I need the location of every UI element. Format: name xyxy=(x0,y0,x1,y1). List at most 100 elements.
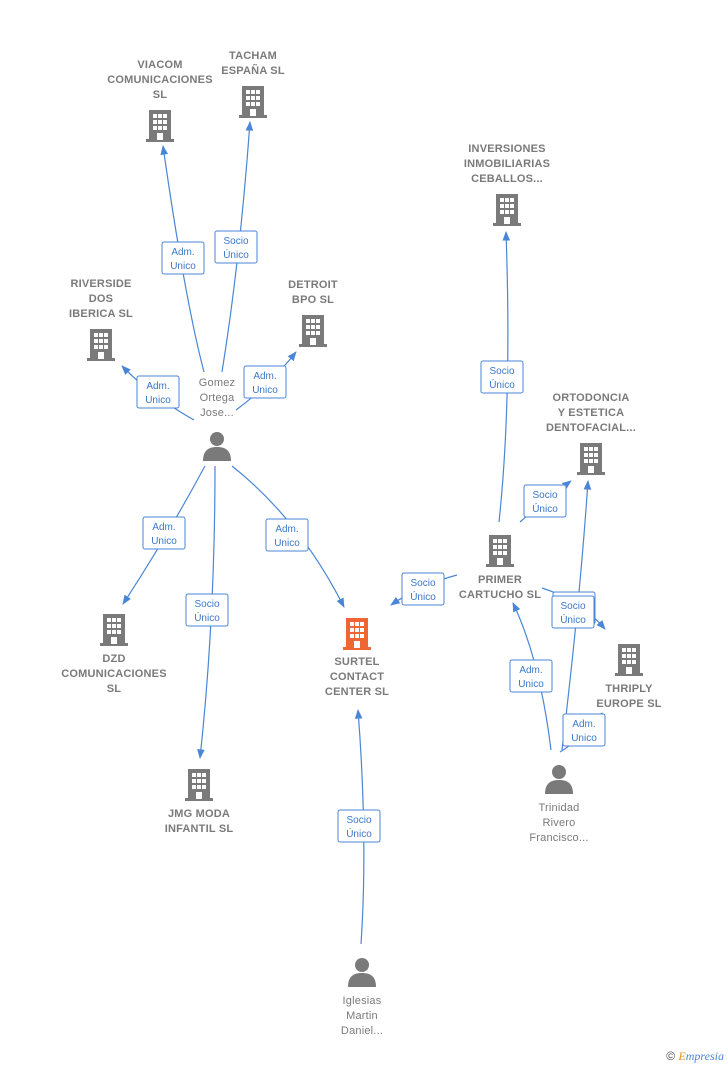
edge-label-text: Adm. xyxy=(275,524,298,535)
node-inversiones[interactable]: INVERSIONESINMOBILIARIASCEBALLOS... xyxy=(464,143,550,226)
edge-label-gomez-to-riverside[interactable]: Adm.Unico xyxy=(136,375,180,409)
node-label: CARTUCHO SL xyxy=(459,589,541,601)
edge-label-box xyxy=(214,230,258,264)
edge-label-box xyxy=(265,518,309,552)
edge-label-text: Unico xyxy=(151,536,177,547)
node-label: EUROPE SL xyxy=(596,698,661,710)
brand-initial: E xyxy=(678,1049,686,1063)
edge-label-trinidad-to-thriply[interactable]: Adm.Unico xyxy=(562,713,606,747)
node-label: ESPAÑA SL xyxy=(221,64,285,77)
building-icon xyxy=(299,315,327,347)
edge-label-text: Unico xyxy=(252,385,278,396)
node-label: CENTER SL xyxy=(325,686,389,698)
node-label: COMUNICACIONES xyxy=(61,668,166,680)
edge-label-box xyxy=(161,241,205,275)
edge-label-text: Socio xyxy=(560,601,585,612)
edge-label-text: Unico xyxy=(571,733,597,744)
edge-label-text: Unico xyxy=(145,395,171,406)
node-label: Ortega xyxy=(200,392,236,404)
building-icon xyxy=(239,86,267,118)
node-label: Martin xyxy=(346,1010,378,1022)
edge-label-text: Socio xyxy=(194,599,219,610)
edge-label-trinidad-to-primer[interactable]: Adm. Unico xyxy=(509,659,553,693)
edge-labels-layer: Adm.UnicoSocioÚnicoAdm.UnicoAdm.UnicoAdm… xyxy=(136,230,606,843)
edge-label-text: Socio xyxy=(223,236,248,247)
edge-label-gomez-to-detroit[interactable]: Adm.Unico xyxy=(243,365,287,399)
node-label: TACHAM xyxy=(229,50,277,62)
building-icon xyxy=(486,535,514,567)
edge-label-text: Adm. xyxy=(519,665,542,676)
node-label: JMG MODA xyxy=(168,808,230,820)
node-gomez[interactable]: GomezOrtegaJose... xyxy=(199,377,235,461)
node-label: Y ESTETICA xyxy=(558,407,625,419)
node-label: Gomez xyxy=(199,377,235,389)
node-tacham[interactable]: TACHAM ESPAÑA SL xyxy=(221,50,285,118)
edge-label-text: Único xyxy=(410,590,436,603)
node-label: SL xyxy=(107,683,122,695)
edge-label-text: Único xyxy=(532,502,558,515)
node-label: PRIMER xyxy=(478,574,522,586)
node-label: Jose... xyxy=(200,407,234,419)
edge-label-box xyxy=(401,572,445,606)
footer-brand[interactable]: © Empresia xyxy=(666,1049,724,1064)
edge-gomez-to-viacom xyxy=(160,145,205,373)
node-label: DENTOFACIAL... xyxy=(546,422,636,434)
node-label: INMOBILIARIAS xyxy=(464,158,550,170)
node-primer[interactable]: PRIMER CARTUCHO SL xyxy=(459,535,541,601)
node-label: SL xyxy=(153,89,168,101)
edge-label-box xyxy=(142,516,186,550)
node-dzd[interactable]: DZD COMUNICACIONES SL xyxy=(61,614,167,695)
edge-label-gomez-to-viacom[interactable]: Adm.Unico xyxy=(161,241,205,275)
edge-label-text: Único xyxy=(489,378,515,391)
building-icon xyxy=(87,329,115,361)
edge-label-box xyxy=(480,360,524,394)
node-label: IBERICA SL xyxy=(69,308,133,320)
node-ortodoncia[interactable]: ORTODONCIA Y ESTETICA DENTOFACIAL... xyxy=(546,392,636,475)
edge-label-box xyxy=(509,659,553,693)
node-label: COMUNICACIONES xyxy=(107,74,212,86)
edge-label-text: Unico xyxy=(518,679,544,690)
copyright-icon: © xyxy=(666,1049,676,1063)
edge-label-box xyxy=(185,593,229,627)
edge-label-box xyxy=(562,713,606,747)
edge-label-gomez-to-surtel[interactable]: Adm.Unico xyxy=(265,518,309,552)
node-label: ORTODONCIA xyxy=(553,392,630,404)
edge-label-text: Único xyxy=(346,827,372,840)
node-label: Daniel... xyxy=(341,1025,383,1037)
edge-label-text: Único xyxy=(223,248,249,261)
node-label: DOS xyxy=(89,293,113,305)
node-label: CEBALLOS... xyxy=(471,173,543,185)
edge-label-box xyxy=(136,375,180,409)
node-label: Rivero xyxy=(543,817,576,829)
building-icon xyxy=(615,644,643,676)
person-icon xyxy=(203,432,231,461)
node-iglesias[interactable]: IglesiasMartinDaniel... xyxy=(341,958,383,1037)
edge-label-text: Adm. xyxy=(171,247,194,258)
person-icon xyxy=(545,765,573,794)
building-icon xyxy=(343,618,371,650)
node-label: DZD xyxy=(102,653,125,665)
node-trinidad[interactable]: TrinidadRiveroFrancisco... xyxy=(529,765,588,844)
node-label: SURTEL xyxy=(334,656,379,668)
edge-label-text: Socio xyxy=(410,578,435,589)
edge-label-box xyxy=(523,484,567,518)
edge-label-box xyxy=(243,365,287,399)
building-icon xyxy=(146,110,174,142)
building-icon xyxy=(100,614,128,646)
edge-label-gomez-to-dzd[interactable]: Adm.Unico xyxy=(142,516,186,550)
